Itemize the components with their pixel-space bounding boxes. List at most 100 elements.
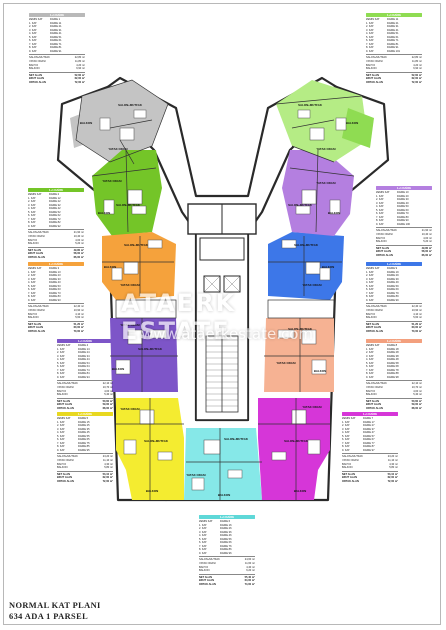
room-label: BALKON: [294, 489, 306, 493]
room-label: SALON+MUTFAK: [144, 439, 169, 443]
apartment-magenta[interactable]: [258, 398, 330, 500]
room-label: YATAK ODASI: [120, 323, 139, 327]
room-label: YATAK ODASI: [302, 283, 321, 287]
room-label: YATAK ODASI: [108, 147, 127, 151]
apartment-orange[interactable]: [102, 232, 176, 300]
apartment-violet[interactable]: [282, 150, 354, 236]
room-label: SALON+MUTFAK: [298, 103, 323, 107]
legend-header: 1+1 DAİRE: [366, 13, 422, 17]
room-label: YATAK ODASI: [276, 361, 295, 365]
room-label: YATAK ODASI: [302, 405, 321, 409]
legend-header: 1+1 DAİRE: [57, 412, 113, 416]
apartment-light-green-balcony[interactable]: [342, 108, 374, 148]
apartment-purple[interactable]: [110, 318, 178, 392]
apartment-light-green[interactable]: [276, 80, 368, 162]
wet-areas: [119, 127, 325, 455]
apartment-gray[interactable]: [76, 80, 168, 162]
room-label: YATAK ODASI: [316, 147, 335, 151]
room-label: SALON+MUTFAK: [138, 347, 163, 351]
room-label: YATAK ODASI: [186, 473, 205, 477]
legend-header: 1+1 DAİRE: [28, 188, 84, 192]
room-label: BALKON: [346, 121, 358, 125]
room-label: BALKON: [112, 367, 124, 371]
apartment-gray-balcony[interactable]: [70, 108, 102, 148]
legend-header: 1+1 DAİRE: [366, 262, 422, 266]
sheet-border: [3, 3, 441, 625]
room-label: BALKON: [328, 211, 340, 215]
plan-title-line2: 634 ADA 1 PARSEL: [9, 612, 89, 621]
room-label: YATAK ODASI: [102, 179, 121, 183]
